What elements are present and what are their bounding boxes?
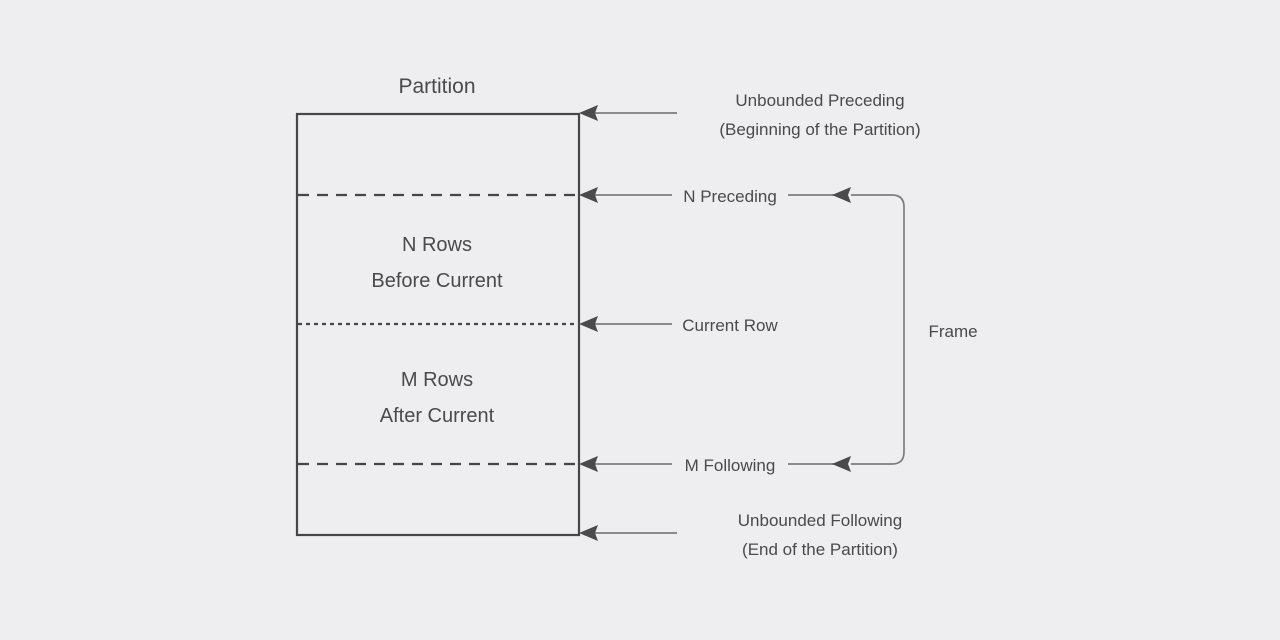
connector-current-row (579, 316, 672, 332)
connector-n-preceding (579, 187, 851, 203)
label-unbounded-preceding-line1: Unbounded Preceding (735, 91, 904, 110)
arrowhead-m-following-right (832, 456, 851, 472)
connector-unbounded-preceding (579, 105, 677, 121)
connector-m-following (579, 456, 851, 472)
region-after-current-line1: M Rows (401, 369, 473, 391)
arrowhead-m-following-left (579, 456, 598, 472)
arrowhead-unbounded-following (579, 525, 598, 541)
connector-unbounded-following (579, 525, 677, 541)
partition-title: Partition (398, 75, 475, 98)
label-current-row: Current Row (682, 316, 778, 335)
label-unbounded-preceding-line2: (Beginning of the Partition) (719, 120, 920, 139)
arrowhead-unbounded-preceding (579, 105, 598, 121)
arrowhead-n-preceding-right (832, 187, 851, 203)
region-before-current-line2: Before Current (371, 270, 503, 292)
label-n-preceding: N Preceding (683, 187, 777, 206)
label-m-following: M Following (685, 456, 776, 475)
frame-bracket (851, 194, 905, 465)
arrowhead-current-row (579, 316, 598, 332)
region-before-current-line1: N Rows (402, 234, 472, 256)
region-after-current-line2: After Current (380, 405, 495, 427)
arrowhead-n-preceding-left (579, 187, 598, 203)
label-frame: Frame (928, 322, 977, 341)
label-unbounded-following-line1: Unbounded Following (738, 511, 902, 530)
label-unbounded-following-line2: (End of the Partition) (742, 540, 898, 559)
